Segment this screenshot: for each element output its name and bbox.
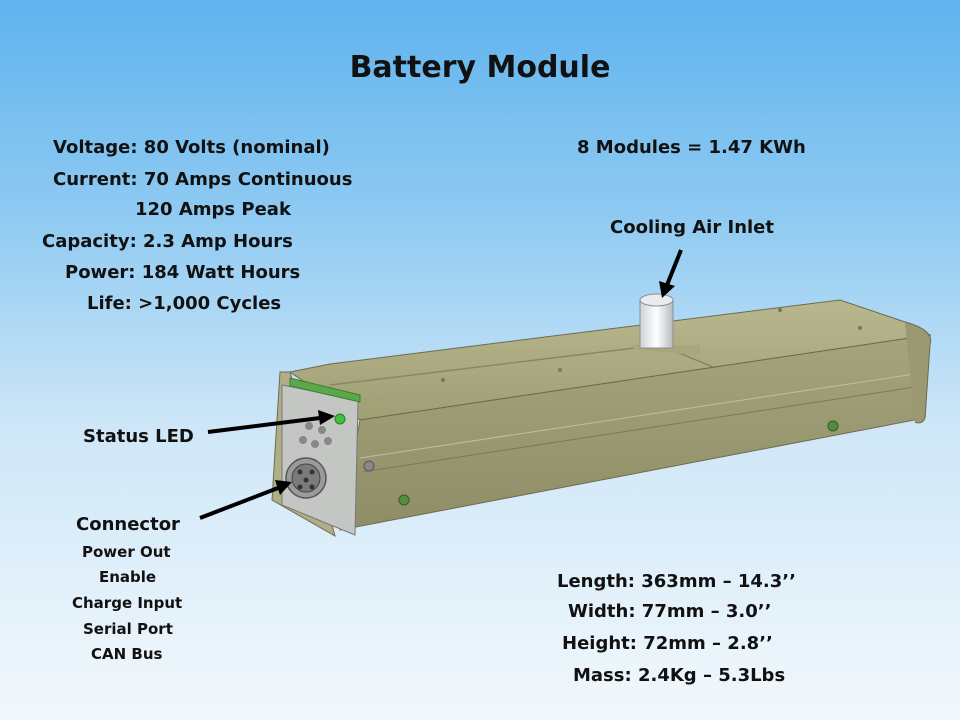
connector-pin: Enable: [99, 568, 157, 586]
current-spec: Current: 70 Amps Continuous: [53, 169, 353, 190]
height-spec: Height: 72mm – 2.8’’: [562, 633, 773, 654]
connector-label: Connector: [76, 514, 180, 535]
connector-pin: Power Out: [82, 543, 171, 561]
capacity-spec: Capacity: 2.3 Amp Hours: [42, 231, 293, 252]
connector-pin: CAN Bus: [91, 645, 163, 663]
cooling-arrow: [659, 249, 683, 298]
power-spec: Power: 184 Watt Hours: [65, 262, 301, 283]
connector-pin: Charge Input: [72, 594, 183, 612]
voltage-spec: Voltage: 80 Volts (nominal): [53, 137, 330, 158]
mass-spec: Mass: 2.4Kg – 5.3Lbs: [573, 665, 786, 686]
connector-arrow: [199, 480, 292, 520]
status-led: [334, 413, 346, 425]
cooling-inlet-tube: [630, 293, 700, 355]
connector-port: [285, 457, 327, 499]
slide-title: Battery Module: [349, 50, 611, 85]
status-led-arrow: [207, 410, 335, 434]
width-spec: Width: 77mm – 3.0’’: [568, 601, 772, 622]
life-spec: Life: >1,000 Cycles: [87, 293, 282, 314]
housing-end-right: [904, 321, 932, 424]
connector-pin: Serial Port: [83, 620, 173, 638]
cooling-inlet-label: Cooling Air Inlet: [610, 217, 774, 238]
status-led-label: Status LED: [83, 426, 194, 447]
current-peak-spec: 120 Amps Peak: [135, 199, 291, 220]
length-spec: Length: 363mm – 14.3’’: [557, 571, 796, 592]
modules-total: 8 Modules = 1.47 KWh: [577, 137, 806, 158]
